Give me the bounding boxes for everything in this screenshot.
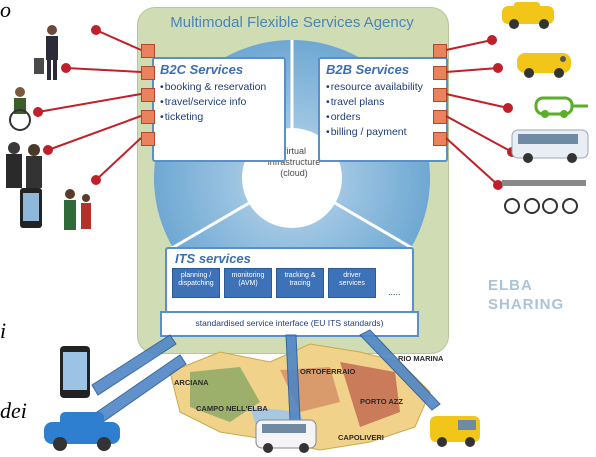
connector-left-4 [141,110,155,124]
b2c-services-panel: B2C Services booking & reservation trave… [152,57,286,162]
accessible-car-icon [517,53,571,78]
map-label-campo-nell-elba: CAMPO NELL'ELBA [196,404,268,413]
its-box-planning: planning / dispatching [172,268,220,298]
connector-right-1 [433,44,447,58]
agency-title: Multimodal Flexible Services Agency [170,14,414,31]
its-box-tracking-l1: tracking & [284,272,316,279]
its-ellipsis: ..... [388,287,401,297]
smartphone-and-family-icon [20,188,91,230]
its-box-driver-l2: services [339,280,365,287]
white-van-icon [255,419,317,453]
map-label-porto-azzurro: PORTO AZZ [360,397,403,406]
b2b-services-panel: B2B Services resource availability trave… [318,57,448,162]
b2c-item-booking: booking & reservation [160,81,278,94]
cloud-label: virtual infrastructure (cloud) [258,146,330,179]
smartphone-icon [60,346,90,398]
b2b-title: B2B Services [326,62,410,77]
b2b-item-resource: resource availability [326,81,440,94]
its-box-driver-l1: driver [343,272,361,279]
left-text-fragment-top: o [0,0,11,22]
electric-car-icon [534,96,588,118]
b2c-item-ticketing: ticketing [160,111,278,124]
its-box-tracking: tracking & tracing [276,268,324,298]
left-text-fragment-bottom: dei [0,398,27,423]
connector-left-2 [141,66,155,80]
connector-right-2 [433,66,447,80]
b2b-item-travel-plans: travel plans [326,96,440,109]
left-text-fragment-mid: i [0,318,7,343]
its-box-driver: driver services [328,268,376,298]
its-box-monitoring-l2: (AVM) [238,280,258,287]
cloud-label-line3: (cloud) [280,168,308,178]
group-of-people-icon [6,142,42,188]
wheelchair-user-icon [9,87,31,131]
its-box-planning-l2: dispatching [178,280,214,287]
connector-left-5 [141,132,155,146]
brand-line2: SHARING [488,296,565,313]
b2c-title: B2C Services [160,62,244,77]
b2c-item-travel-info: travel/service info [160,96,278,109]
b2b-item-billing: billing / payment [326,126,440,139]
cloud-label-line2: infrastructure [267,157,321,167]
its-box-monitoring: monitoring (AVM) [224,268,272,298]
brand-line1: ELBA [488,277,533,294]
its-box-planning-l1: planning / [180,272,212,279]
elba-sharing-brand: ELBA SHARING [488,276,564,314]
blue-car-icon [44,412,120,451]
connector-left-3 [141,88,155,102]
its-box-monitoring-l1: monitoring [231,272,265,279]
cloud-label-line1: virtual [281,146,306,156]
b2b-item-orders: orders [326,111,440,124]
minibus-icon [511,129,589,163]
map-label-capoliveri: CAPOLIVERI [338,433,384,442]
its-title: ITS services [175,251,251,266]
yellow-taxi-icon [502,2,554,29]
its-box-tracking-l2: tracing [289,280,311,287]
connector-left-1 [141,44,155,58]
bike-sharing-station-icon [502,180,586,214]
traveler-with-luggage-icon [34,25,58,80]
map-label-marciana: ARCIANA [174,378,209,387]
map-label-portoferraio: ORTOFERRAIO [300,367,356,376]
yellow-van-icon [430,416,480,447]
map-label-rio-marina: RIO MARINA [398,354,444,363]
